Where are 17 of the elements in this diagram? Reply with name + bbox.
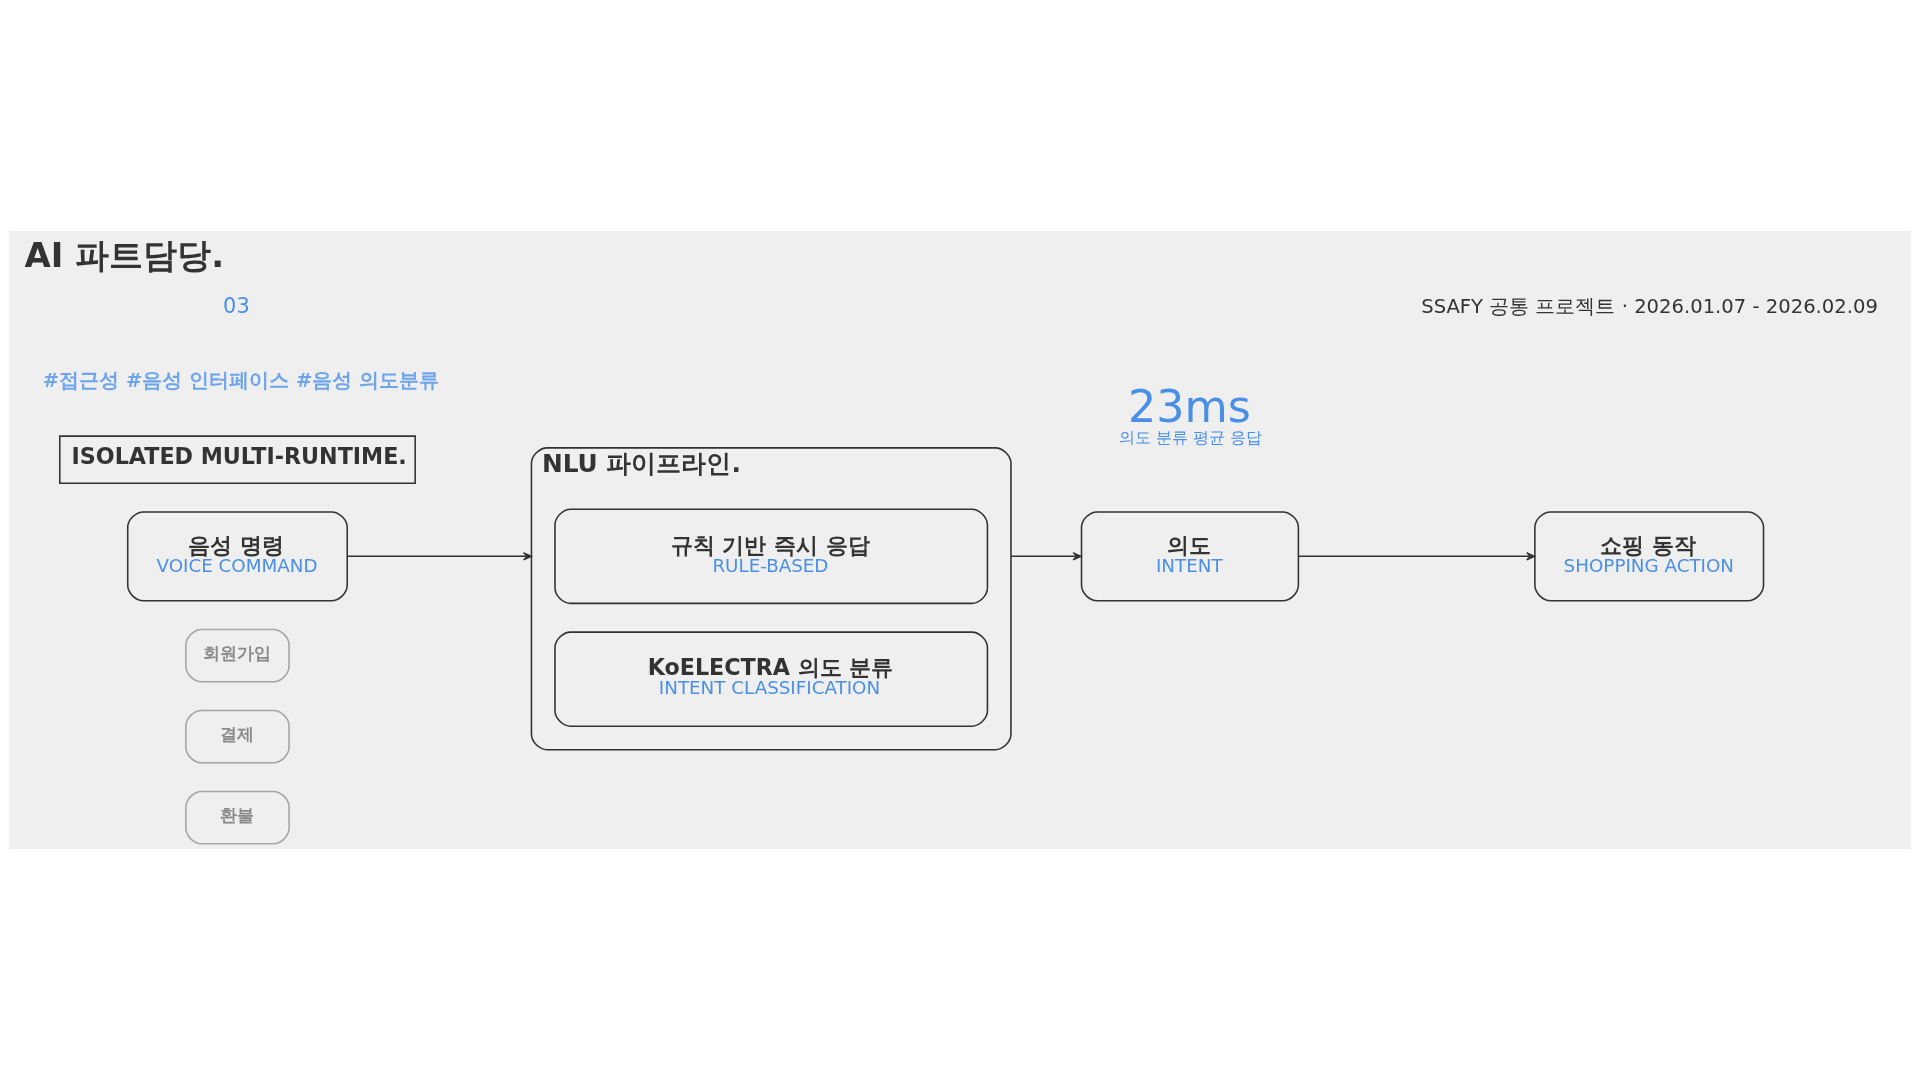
arrow bbox=[1010, 552, 1082, 561]
arrow bbox=[346, 552, 533, 561]
node-box: 결제 bbox=[185, 709, 290, 764]
node-box: 회원가입 bbox=[185, 628, 290, 683]
node-box: 음성 명령 VOICE COMMAND bbox=[126, 511, 348, 602]
node-box: 환불 bbox=[185, 790, 290, 845]
node-box: 의도 INTENT bbox=[1080, 511, 1300, 602]
label: SSAFY 공통 프로젝트 · 2026.01.07 - 2026.02.09 bbox=[1421, 294, 1878, 318]
node-box: ISOLATED MULTI-RUNTIME. bbox=[59, 435, 416, 484]
label: 03 bbox=[223, 294, 250, 319]
node-label: 의도 분류 평균 응답 bbox=[1119, 428, 1263, 448]
diagram-title: AI 파트담당. bbox=[24, 235, 225, 276]
node-box: 쇼핑 동작 SHOPPING ACTION bbox=[1534, 511, 1765, 602]
label: #접근성 #음성 인터페이스 #음성 의도분류 bbox=[42, 369, 440, 393]
node-box: 규칙 기반 즉시 응답 RULE-BASED bbox=[554, 508, 989, 605]
arrow bbox=[1298, 552, 1536, 561]
node-box: KoELECTRA 의도 분류 INTENT CLASSIFICATION bbox=[554, 631, 989, 727]
